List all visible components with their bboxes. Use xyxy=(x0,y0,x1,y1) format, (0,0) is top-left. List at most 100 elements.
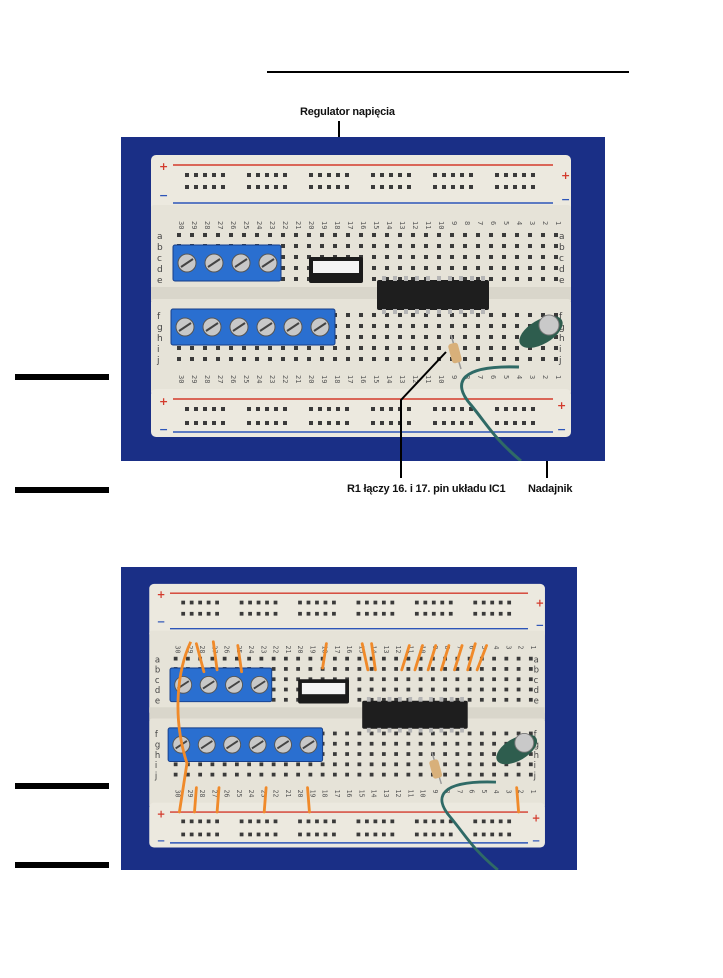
terminal-hole xyxy=(177,346,181,350)
column-number-top: 16 xyxy=(359,221,367,229)
jumper-wire xyxy=(321,642,328,670)
rail-hole xyxy=(531,407,535,411)
terminal-hole xyxy=(443,772,447,777)
screw-slot xyxy=(251,740,264,750)
terminal-block-lower xyxy=(167,727,324,762)
rail-hole xyxy=(256,832,261,837)
terminal-hole xyxy=(502,244,506,248)
terminal-hole xyxy=(271,772,276,777)
row-letter-right: a xyxy=(534,654,539,664)
rail-hole xyxy=(336,185,340,189)
terminal-hole xyxy=(332,752,337,756)
rail-hole xyxy=(481,819,486,824)
terminal-hole xyxy=(443,752,447,756)
terminal-hole xyxy=(430,677,435,682)
rail-hole xyxy=(336,421,340,425)
terminal-hole xyxy=(198,762,203,767)
terminal-hole xyxy=(385,255,389,259)
rail-sign: − xyxy=(157,616,166,628)
column-number-top: 21 xyxy=(284,646,292,654)
terminal-hole xyxy=(186,656,190,661)
terminal-hole xyxy=(479,772,484,777)
column-number-top: 22 xyxy=(272,646,280,654)
terminal-hole xyxy=(398,313,402,317)
rail-hole xyxy=(389,185,393,189)
rail-hole xyxy=(256,407,260,411)
rail-hole xyxy=(440,819,445,824)
rail-hole xyxy=(194,185,198,189)
rail-hole xyxy=(318,421,322,425)
row-letter-left: j xyxy=(156,356,160,366)
rail-hole xyxy=(283,173,287,177)
ic-pin xyxy=(393,276,397,281)
terminal-hole xyxy=(492,731,496,736)
terminal-hole xyxy=(346,324,350,328)
terminal-hole xyxy=(554,346,558,350)
rail-hole xyxy=(504,185,508,189)
column-number-top: 16 xyxy=(345,646,353,654)
rail-hole xyxy=(498,600,503,605)
terminal-hole xyxy=(332,741,337,746)
terminal-hole xyxy=(296,772,301,777)
terminal-hole xyxy=(504,772,509,777)
terminal-hole xyxy=(554,255,558,259)
terminal-hole xyxy=(504,656,509,661)
rail-hole xyxy=(256,185,260,189)
rail-hole xyxy=(306,611,311,616)
terminal-hole xyxy=(418,762,423,767)
terminal-hole xyxy=(455,667,460,671)
terminal-hole xyxy=(489,266,493,270)
ic-pin xyxy=(429,727,433,733)
rail-hole xyxy=(481,611,486,616)
terminal-hole xyxy=(489,244,493,248)
rail-hole xyxy=(273,832,278,837)
rail-hole xyxy=(283,185,287,189)
terminal-hole xyxy=(528,346,532,350)
column-number-top: 18 xyxy=(333,221,341,229)
rail-hole xyxy=(309,407,313,411)
resistor-r1 xyxy=(429,759,443,779)
column-number-bottom: 5 xyxy=(502,375,510,379)
row-letter-right: c xyxy=(534,675,539,685)
terminal-hole xyxy=(281,255,285,259)
terminal-hole xyxy=(406,656,411,661)
terminal-hole xyxy=(406,731,411,736)
row-letter-left: c xyxy=(155,675,160,685)
rail-hole xyxy=(336,407,340,411)
rail-hole xyxy=(448,832,453,837)
rail-hole xyxy=(381,600,386,605)
rail-sign: + xyxy=(557,399,566,412)
row-letter-left: d xyxy=(157,265,163,275)
terminal-hole xyxy=(541,277,545,281)
rail-hole xyxy=(212,173,216,177)
terminal-hole xyxy=(271,656,276,661)
ic-pin xyxy=(393,309,397,314)
ic-pin xyxy=(449,727,454,733)
column-number-top: 3 xyxy=(528,221,536,225)
rail-hole xyxy=(306,600,311,605)
rail-hole xyxy=(274,421,278,425)
rail-hole xyxy=(273,819,278,824)
rail-hole xyxy=(345,407,349,411)
column-number-bottom: 6 xyxy=(468,790,476,794)
ic-pin xyxy=(397,727,402,733)
rail-hole xyxy=(273,600,278,605)
rail-hole xyxy=(373,611,378,616)
rail-hole xyxy=(256,611,261,616)
column-number-bottom: 29 xyxy=(186,790,194,798)
terminal-hole xyxy=(467,677,472,682)
terminal-hole xyxy=(437,357,441,361)
resistor-label: R1 łączy 16. i 17. pin układu IC1 xyxy=(347,483,506,495)
terminal-hole xyxy=(346,346,350,350)
terminal-hole xyxy=(345,752,349,756)
rail-hole xyxy=(265,600,269,605)
rail-hole xyxy=(490,832,495,837)
terminal-hole xyxy=(259,762,264,767)
column-number-top: 9 xyxy=(450,221,458,225)
rail-hole xyxy=(371,407,375,411)
screw-slot xyxy=(313,322,327,332)
rail-hole xyxy=(448,600,453,605)
ic-pin xyxy=(459,309,463,314)
terminal-hole xyxy=(296,656,301,661)
column-number-top: 29 xyxy=(186,646,194,654)
